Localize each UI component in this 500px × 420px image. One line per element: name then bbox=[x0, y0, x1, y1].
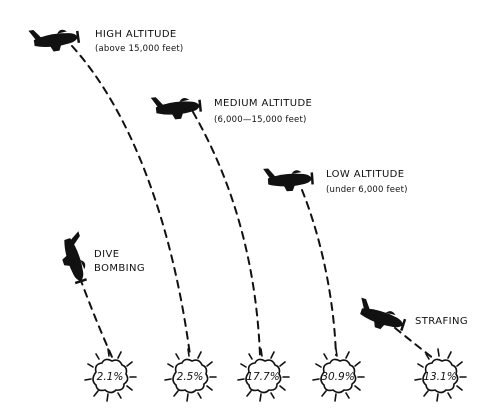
strafing-trajectory bbox=[394, 327, 439, 363]
medium-altitude-group: MEDIUM ALTITUDE (6,000—15,000 feet) 2.5% bbox=[150, 92, 312, 402]
strafing-hit-rate: 13.1% bbox=[423, 371, 456, 383]
dive-bombing-hit-rate: 30.9% bbox=[321, 371, 354, 383]
dive-bombing-plane-icon bbox=[55, 231, 94, 286]
high-altitude-plane-icon bbox=[28, 23, 81, 55]
strafing-title: STRAFING bbox=[415, 316, 468, 327]
medium-altitude-title: MEDIUM ALTITUDE bbox=[214, 98, 312, 109]
low-altitude-group: LOW ALTITUDE (under 6,000 feet) 17.7% bbox=[237, 165, 408, 402]
dive-bombing-trajectory bbox=[79, 277, 113, 358]
dive-bombing-title: DIVE bbox=[94, 249, 119, 260]
low-altitude-hit-rate: 17.7% bbox=[246, 371, 279, 383]
dive-bombing-group: DIVE BOMBING 30.9% bbox=[55, 231, 365, 402]
high-altitude-group: HIGH ALTITUDE (above 15,000 feet) 2.1% bbox=[28, 23, 191, 402]
dive-bombing-subtitle: BOMBING bbox=[94, 263, 145, 274]
low-altitude-subtitle: (under 6,000 feet) bbox=[326, 185, 408, 195]
strafing-plane-icon bbox=[353, 297, 409, 336]
low-altitude-title: LOW ALTITUDE bbox=[326, 169, 405, 180]
medium-altitude-subtitle: (6,000—15,000 feet) bbox=[214, 115, 307, 125]
high-altitude-hit-rate: 2.1% bbox=[97, 371, 124, 383]
high-altitude-title: HIGH ALTITUDE bbox=[95, 29, 177, 40]
high-altitude-trajectory bbox=[71, 45, 191, 356]
high-altitude-subtitle: (above 15,000 feet) bbox=[95, 44, 183, 54]
low-altitude-plane-icon bbox=[263, 165, 315, 193]
medium-altitude-hit-rate: 2.5% bbox=[177, 371, 204, 383]
low-altitude-trajectory bbox=[301, 189, 337, 356]
strafing-group: STRAFING 13.1% bbox=[353, 297, 468, 402]
medium-altitude-plane-icon bbox=[150, 92, 203, 122]
medium-altitude-trajectory bbox=[192, 111, 261, 356]
